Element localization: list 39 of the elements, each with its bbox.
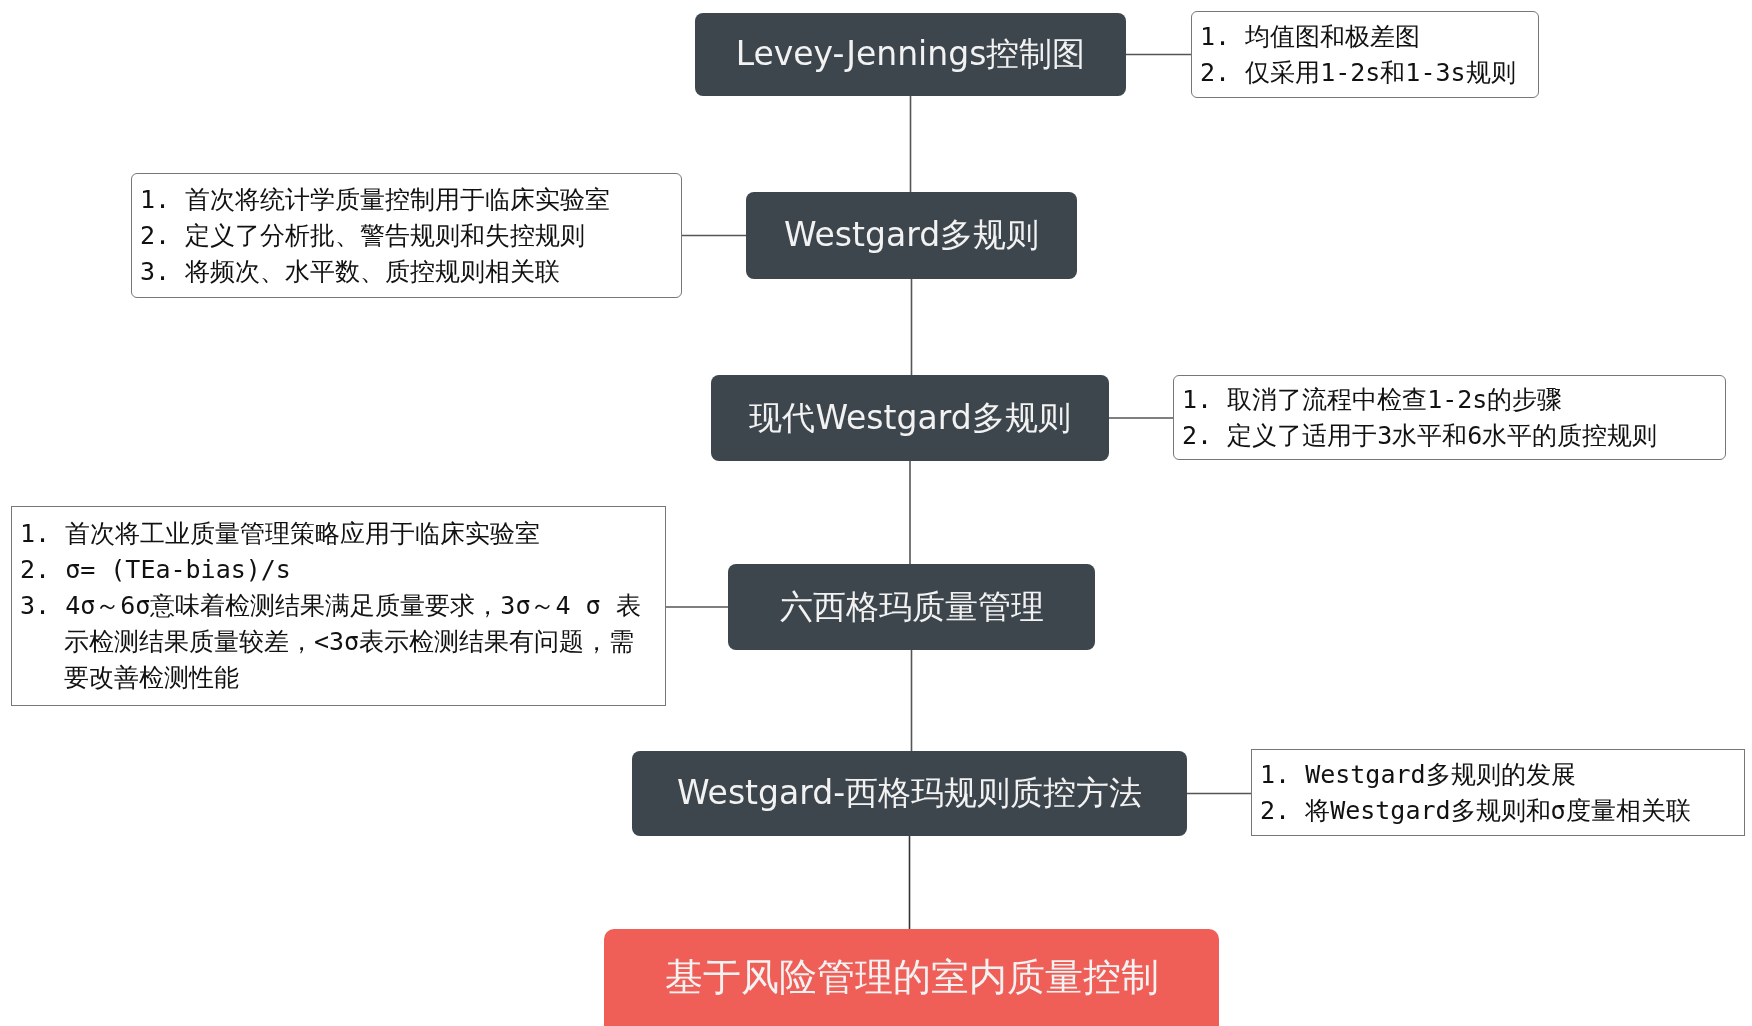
note-item: 2. 定义了适用于3水平和6水平的质控规则 [1182,419,1659,452]
connector-line [1186,792,1252,795]
process-box [695,13,1126,96]
box-label: Westgard-西格玛规则质控方法 [676,772,1143,814]
note-item: 1. 首次将工业质量管理策略应用于临床实验室 [20,518,542,550]
note-item: 1. Westgard多规则的发展 [1260,758,1577,791]
box-label: 基于风险管理的室内质量控制 [664,954,1159,1001]
note-item: 3. 4σ～6σ意味着检测结果满足质量要求，3σ～4 σ 表示检测结果质量较差，<3σ表示检测结果有问题，需要改善检测性能 [20,590,642,694]
note-box [1251,749,1745,836]
note-item: 1. 均值图和极差图 [1200,20,1422,53]
connector-line [665,606,729,608]
process-box [711,375,1109,461]
connector-line [908,835,911,930]
note-item: 2. 定义了分析批、警告规则和失控规则 [140,219,587,252]
connector-line [909,460,911,565]
box-label: Westgard多规则 [783,214,1040,256]
note-item: 3. 将频次、水平数、质控规则相关联 [140,255,562,288]
note-item: 1. 取消了流程中检查1-2s的步骤 [1182,383,1564,416]
note-box [1191,11,1539,98]
connector-line [681,234,747,237]
box-label: 六西格玛质量管理 [779,585,1044,628]
connector-line [909,95,912,193]
connector-line [1108,417,1174,419]
connector-line [1125,53,1192,56]
connector-line [910,278,913,376]
note-item: 1. 首次将统计学质量控制用于临床实验室 [140,183,612,216]
note-item: 2. σ= (TEa-bias)/s [20,554,292,586]
box-label: 现代Westgard多规则 [749,396,1071,439]
process-box [604,929,1219,1026]
process-box [632,751,1187,836]
process-box [728,564,1095,650]
note-item: 2. 将Westgard多规则和σ度量相关联 [1260,794,1692,827]
box-label: Levey-Jennings控制图 [735,33,1086,75]
note-box [1173,375,1726,460]
note-box [11,506,666,706]
process-box [746,192,1077,279]
connector-line [910,649,913,752]
note-item: 2. 仅采用1-2s和1-3s规则 [1200,56,1517,89]
note-box [131,173,682,298]
